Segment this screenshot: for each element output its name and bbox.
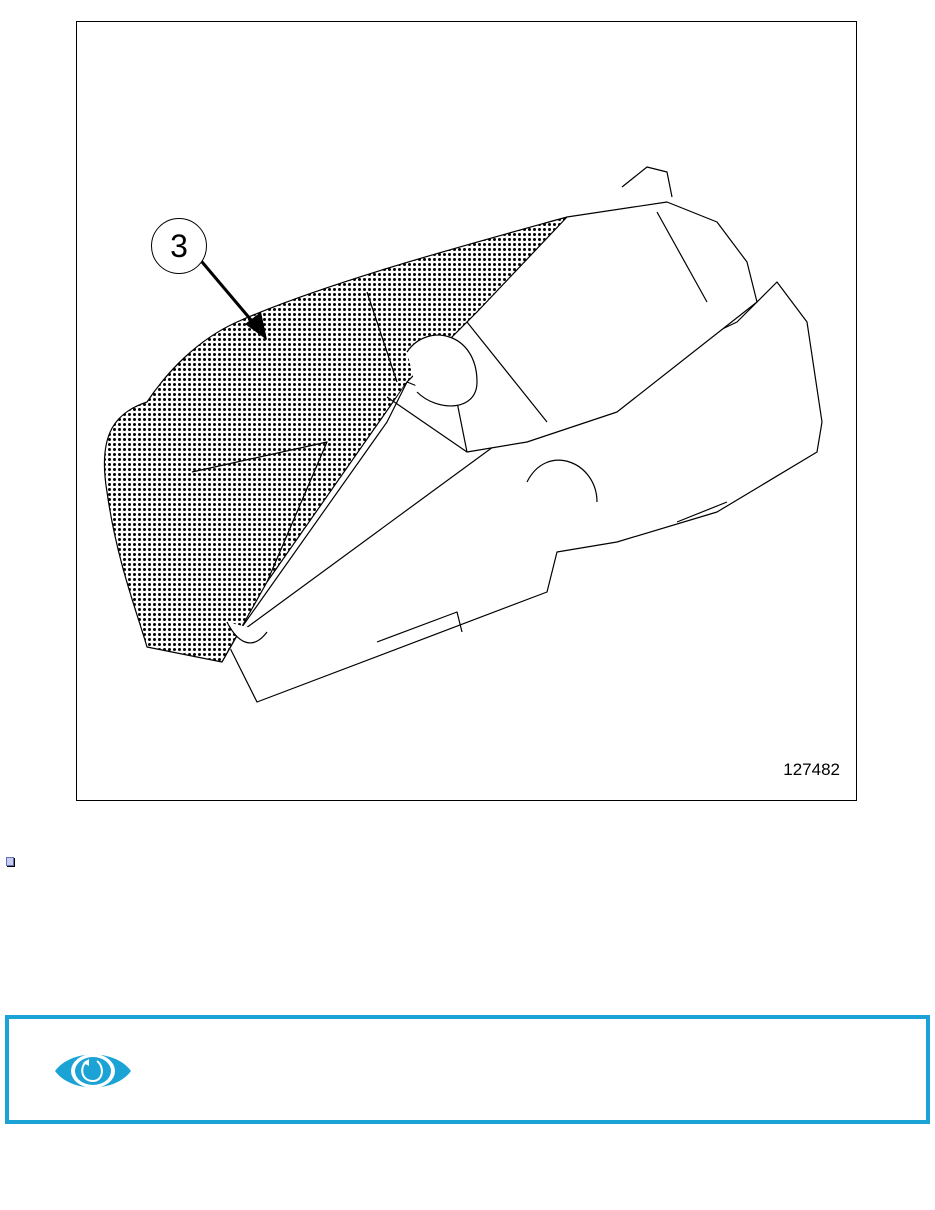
note-box bbox=[5, 1015, 930, 1124]
bullet-icon bbox=[6, 857, 14, 866]
eye-icon bbox=[55, 1054, 131, 1088]
callout-label: 3 bbox=[151, 218, 207, 274]
figure-number: 127482 bbox=[783, 760, 840, 779]
seat-drawing bbox=[103, 166, 823, 703]
figure-illustration: 3 127482 bbox=[76, 21, 857, 801]
